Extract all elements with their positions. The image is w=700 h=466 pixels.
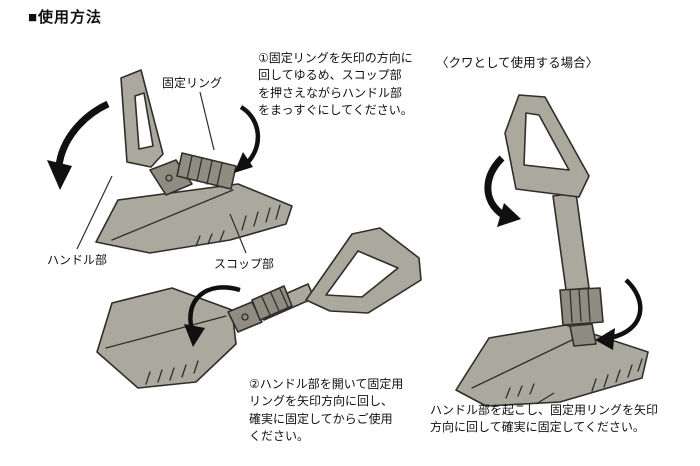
shovel-fully-folded-illustration	[96, 227, 422, 389]
leader-lines	[76, 91, 555, 405]
hoe-instruction-text: ハンドル部を起こし、固定用リングを矢印 方向に回して確実に固定してください。	[430, 403, 659, 435]
label-fixing-ring: 固定リング	[162, 76, 223, 90]
label-scoop: スコップ部	[214, 257, 275, 271]
shovel-set-as-hoe-illustration	[455, 94, 649, 407]
label-handle: ハンドル部	[47, 253, 108, 267]
hoe-usage-heading: 〈クワとして使用する場合〉	[436, 56, 599, 70]
step2-instruction-text: ②ハンドル部を開いて固定用 リングを矢印方向に回し、 確実に固定してからご使用 …	[249, 377, 404, 444]
page-title: ■使用方法	[28, 9, 103, 26]
step1-instruction-text: ①固定リングを矢印の方向に 回してゆるめ、スコップ部 を押さえながらハンドル部 …	[258, 51, 413, 118]
shovel-handle-folded-up-illustration	[47, 69, 293, 254]
